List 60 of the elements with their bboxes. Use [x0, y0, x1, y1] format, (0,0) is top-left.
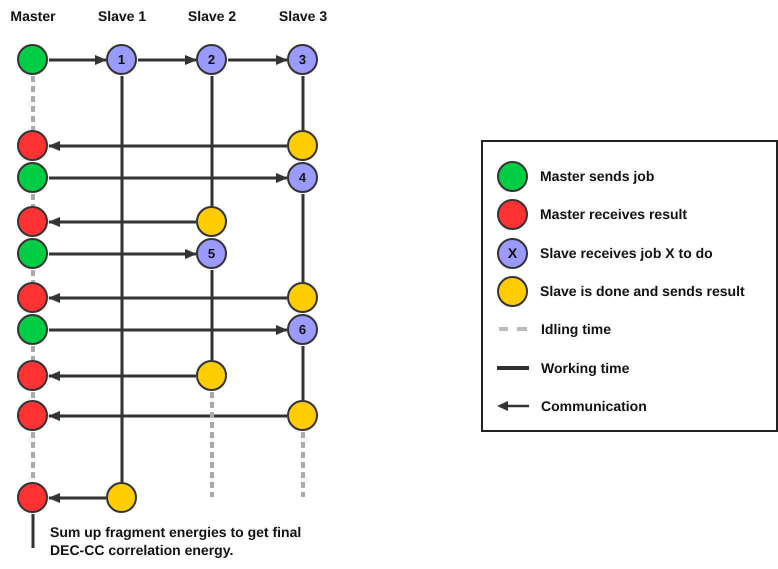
- idle-time-line: [31, 194, 35, 206]
- receive-result-circle: [17, 400, 48, 431]
- idle-time-line: [210, 392, 214, 497]
- done-circle: [106, 482, 137, 513]
- arrow: [138, 55, 197, 65]
- job-circle: 1: [106, 44, 137, 75]
- send-job-circle: [17, 314, 48, 345]
- send-job-circle: [17, 44, 48, 75]
- column-header: Master: [10, 8, 56, 24]
- note-text: Sum up fragment energies to get final DEC-CC correlation energy.: [50, 523, 302, 559]
- job-circle: 5: [196, 238, 227, 269]
- arrow: [48, 293, 287, 303]
- job-circle: 2: [196, 44, 227, 75]
- job-circle: 3: [287, 44, 318, 75]
- legend-text: Slave receives job X to do: [540, 245, 713, 261]
- working-time-line: [302, 76, 304, 130]
- receive-result-circle: [17, 282, 48, 313]
- idle-time-line: [31, 392, 35, 400]
- column-header: Slave 2: [188, 8, 236, 24]
- arrow: [48, 411, 287, 421]
- arrow: [48, 371, 196, 381]
- column-header: Slave 3: [278, 8, 328, 24]
- working-time-line: [302, 194, 304, 282]
- done-circle: [196, 360, 227, 391]
- working-time-line: [210, 76, 214, 206]
- column-header: Slave 1: [98, 8, 146, 24]
- idle-time-line: [301, 432, 305, 497]
- arrow: [49, 325, 288, 335]
- done-circle: [287, 130, 318, 161]
- legend-text: Slave is done and sends result: [540, 283, 745, 299]
- legend-text: Master receives result: [540, 206, 688, 222]
- arrow: [48, 493, 106, 503]
- receive-result-circle: [17, 130, 48, 161]
- receive-result-circle: [17, 360, 48, 391]
- legend-text: Working time: [541, 360, 630, 376]
- job-circle: 6: [287, 314, 318, 345]
- idle-time-line: [31, 270, 35, 282]
- arrow: [49, 249, 197, 259]
- idle-time-line: [31, 346, 35, 360]
- arrow: [48, 141, 287, 151]
- job-circle: 4: [287, 162, 318, 193]
- receive-result-circle: [17, 206, 48, 237]
- legend-text: Master sends job: [540, 168, 654, 184]
- idle-time-line: [31, 76, 35, 130]
- send-job-circle: [17, 238, 48, 269]
- working-time-line: [32, 514, 34, 548]
- arrow: [49, 55, 107, 65]
- working-time-line: [120, 76, 124, 482]
- done-circle: [287, 282, 318, 313]
- legend-text: Communication: [541, 398, 647, 414]
- legend-text: Idling time: [541, 321, 611, 337]
- receive-result-circle: [17, 482, 48, 513]
- send-job-circle: [17, 162, 48, 193]
- legend-symbol-letter: X: [508, 245, 518, 261]
- arrow: [228, 55, 288, 65]
- arrow: [49, 173, 288, 183]
- done-circle: [287, 400, 318, 431]
- arrow: [48, 217, 196, 227]
- working-time-line: [302, 346, 304, 400]
- done-circle: [196, 206, 227, 237]
